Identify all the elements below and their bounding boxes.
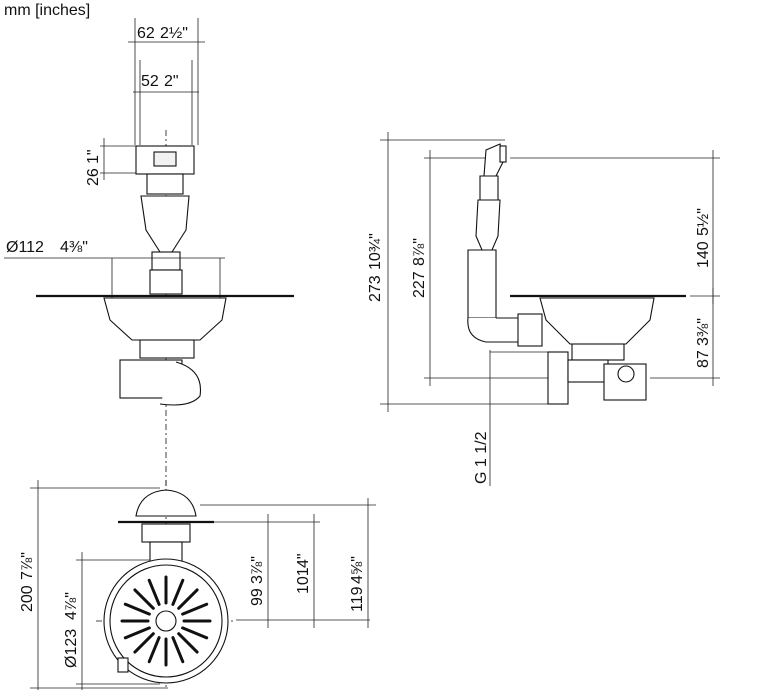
side-hose-body — [467, 249, 497, 319]
side-spray-head — [483, 143, 505, 177]
hose-guide — [149, 269, 183, 295]
side-hose-collar — [479, 175, 499, 201]
basket-slot — [171, 636, 185, 664]
dim-99: 99 — [249, 588, 266, 606]
basket-slot — [171, 578, 185, 606]
dim-227: 227 — [411, 271, 428, 298]
hose-neck — [151, 251, 181, 271]
basket-slot — [177, 588, 199, 610]
strainer-bowl — [103, 297, 227, 341]
thread-label: G 1 1/2 — [473, 431, 490, 484]
side-overflow-port — [617, 365, 635, 383]
basket-slot — [147, 578, 161, 606]
dim-227-in: 8⅞" — [411, 238, 428, 266]
dim-62-in: 2½" — [160, 25, 188, 42]
front-view: 62 2½" 52 2" 26 1" Ø112 4⅜" — [4, 18, 294, 490]
side-strainer-bowl — [539, 297, 655, 345]
basket-slot — [123, 626, 151, 640]
basket-slot — [133, 588, 155, 610]
dim-200: 200 — [19, 585, 36, 612]
side-spray-button — [499, 145, 507, 163]
dim-87-in: 3⅜" — [695, 318, 712, 346]
top-hose-guide — [141, 523, 191, 543]
hose-sleeve — [140, 195, 190, 253]
dim-52: 52 — [141, 73, 159, 90]
basket-slot — [133, 632, 155, 654]
basket-slot — [181, 602, 209, 616]
side-outlet-pipe — [567, 359, 609, 383]
dim-62: 62 — [137, 25, 155, 42]
dim-52-in: 2" — [164, 73, 179, 90]
basket-tab — [117, 657, 129, 673]
side-connector — [517, 313, 543, 347]
dim-99-in: 3⅞" — [249, 556, 266, 584]
outlet-elbow — [159, 361, 202, 406]
side-hose-sleeve — [475, 199, 501, 251]
dim-diameter-123-in: 4⅞" — [63, 592, 80, 620]
strainer-nut — [139, 339, 195, 359]
dim-diameter-112-in: 4⅜" — [60, 239, 88, 256]
side-view: 273 10¾" 227 8⅞" 140 5½" 87 3⅜" G 1 1/2 — [367, 132, 720, 486]
dim-101: 101 — [295, 567, 312, 594]
units-label: mm [inches] — [4, 2, 91, 19]
dim-diameter-112: Ø112 — [6, 239, 44, 256]
side-hose-elbow — [467, 317, 521, 343]
basket-slot — [177, 632, 199, 654]
top-spray-dome — [135, 489, 197, 517]
side-strainer-nut — [571, 343, 625, 361]
hose-collar — [146, 173, 184, 195]
spray-head-face — [153, 151, 177, 167]
top-view: 200 7⅞" Ø123 4⅞" 99 3⅞" 101 4" 119 4⅝" — [19, 480, 376, 690]
dim-26: 26 — [85, 168, 102, 186]
side-thread-nut — [547, 351, 569, 405]
dim-26-in: 1" — [85, 149, 102, 164]
dim-200-in: 7⅞" — [19, 552, 36, 580]
dim-119: 119 — [349, 586, 366, 612]
dim-diameter-123: Ø123 — [63, 629, 80, 668]
dim-101-in: 4" — [295, 553, 312, 568]
basket-slots — [120, 575, 212, 667]
basket-slot — [147, 636, 161, 664]
dim-119-in: 4⅝" — [349, 556, 366, 584]
dim-140: 140 — [695, 241, 712, 268]
basket-slot — [123, 602, 151, 616]
dim-140-in: 5½" — [695, 208, 712, 236]
dim-273: 273 — [367, 275, 384, 302]
dim-87: 87 — [695, 350, 712, 368]
basket-slot — [181, 626, 209, 640]
dim-273-in: 10¾" — [367, 233, 384, 270]
basket-center — [155, 610, 177, 632]
